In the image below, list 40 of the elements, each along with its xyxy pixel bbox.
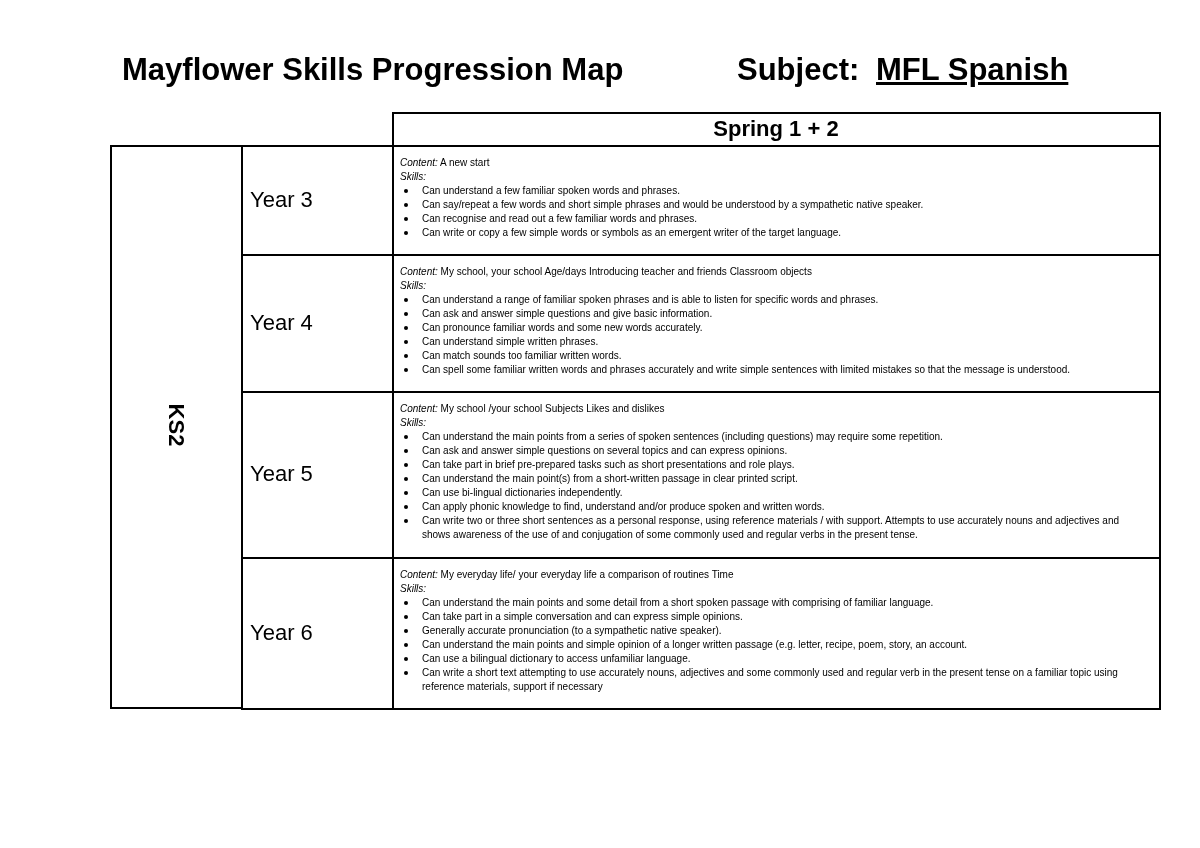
content-line: Content: My school /your school Subjects Likes and dislikes — [400, 402, 666, 416]
skill-item: Can use a bilingual dictionary to access unfamiliar language. — [422, 653, 691, 664]
content-line: Content: A new start — [400, 156, 491, 170]
skill-item: Can understand the main points and some detail from a short spoken passage with comprising of familiar language. — [422, 597, 934, 608]
skills-heading: Skills: — [400, 582, 428, 596]
skills-heading: Skills: — [400, 279, 428, 293]
skill-item: Can take part in brief pre-prepared tasks such as short presentations and role plays. — [422, 459, 795, 470]
skill-item: Can say/repeat a few words and short simple phrases and would be understood by a sympathetic native speaker. — [422, 199, 924, 210]
subject-name: MFL Spanish — [876, 52, 1069, 88]
skill-item: Can pronounce familiar words and some new words accurately. — [422, 322, 703, 333]
year-label: Year 6 — [250, 619, 313, 646]
skill-item: Can understand the main points from a series of spoken sentences (including questions) may require some repetition. — [422, 431, 943, 442]
skill-item: Can recognise and read out a few familiar words and phrases. — [422, 213, 698, 224]
skill-item: Can ask and answer simple questions and give basic information. — [422, 308, 713, 319]
skill-item: Can write two or three short sentences as a personal response, using reference materials / with support. Attempts to use accurately nouns and adjectives and shows awareness of the use of and conjugation of some commonly used and regular verbs in the present tense. — [422, 515, 1120, 540]
skill-item: Can take part in a simple conversation and can express simple opinions. — [422, 611, 743, 622]
content-line: Content: My school, your school Age/days Introducing teacher and friends Classroom objects — [400, 265, 813, 279]
skills-heading: Skills: — [400, 170, 428, 184]
skill-item: Can understand simple written phrases. — [422, 336, 599, 347]
skill-item: Can understand a range of familiar spoken phrases and is able to listen for specific words and phrases. — [422, 294, 879, 305]
content-line: Content: My everyday life/ your everyday life a comparison of routines Time — [400, 568, 735, 582]
skill-item: Can understand the main points and simple opinion of a longer written passage (e.g. letter, recipe, poem, story, an account. — [422, 639, 968, 650]
row-group-label: KS2 — [163, 403, 189, 447]
skill-item: Can understand the main point(s) from a short-written passage in clear printed script. — [422, 473, 798, 484]
skill-item: Can write or copy a few simple words or symbols as an emergent writer of the target language. — [422, 227, 842, 238]
skill-item: Can ask and answer simple questions on several topics and can express opinions. — [422, 445, 788, 456]
skill-item: Can apply phonic knowledge to find, understand and/or produce spoken and written words. — [422, 501, 825, 512]
subject-label: Subject: — [737, 52, 860, 88]
skills-heading: Skills: — [400, 416, 428, 430]
skill-item: Can write a short text attempting to use accurately nouns, adjectives and some commonly used and regular verb in the present tense on a familiar topic using reference materials, support if necessary — [422, 667, 1118, 692]
year-label: Year 5 — [250, 461, 313, 487]
year-label: Year 3 — [250, 186, 313, 213]
skill-item: Generally accurate pronunciation (to a sympathetic native speaker). — [422, 625, 722, 636]
skill-item: Can use bi-lingual dictionaries independently. — [422, 487, 623, 498]
skill-item: Can spell some familiar written words and phrases accurately and write simple sentences with limited mistakes so that the message is understood. — [422, 364, 1071, 375]
year-label: Year 4 — [250, 309, 313, 336]
page-title: Mayflower Skills Progression Map — [122, 52, 624, 88]
skill-item: Can understand a few familiar spoken words and phrases. — [422, 185, 680, 196]
skill-item: Can match sounds too familiar written words. — [422, 350, 622, 361]
column-header: Spring 1 + 2 — [713, 116, 839, 141]
